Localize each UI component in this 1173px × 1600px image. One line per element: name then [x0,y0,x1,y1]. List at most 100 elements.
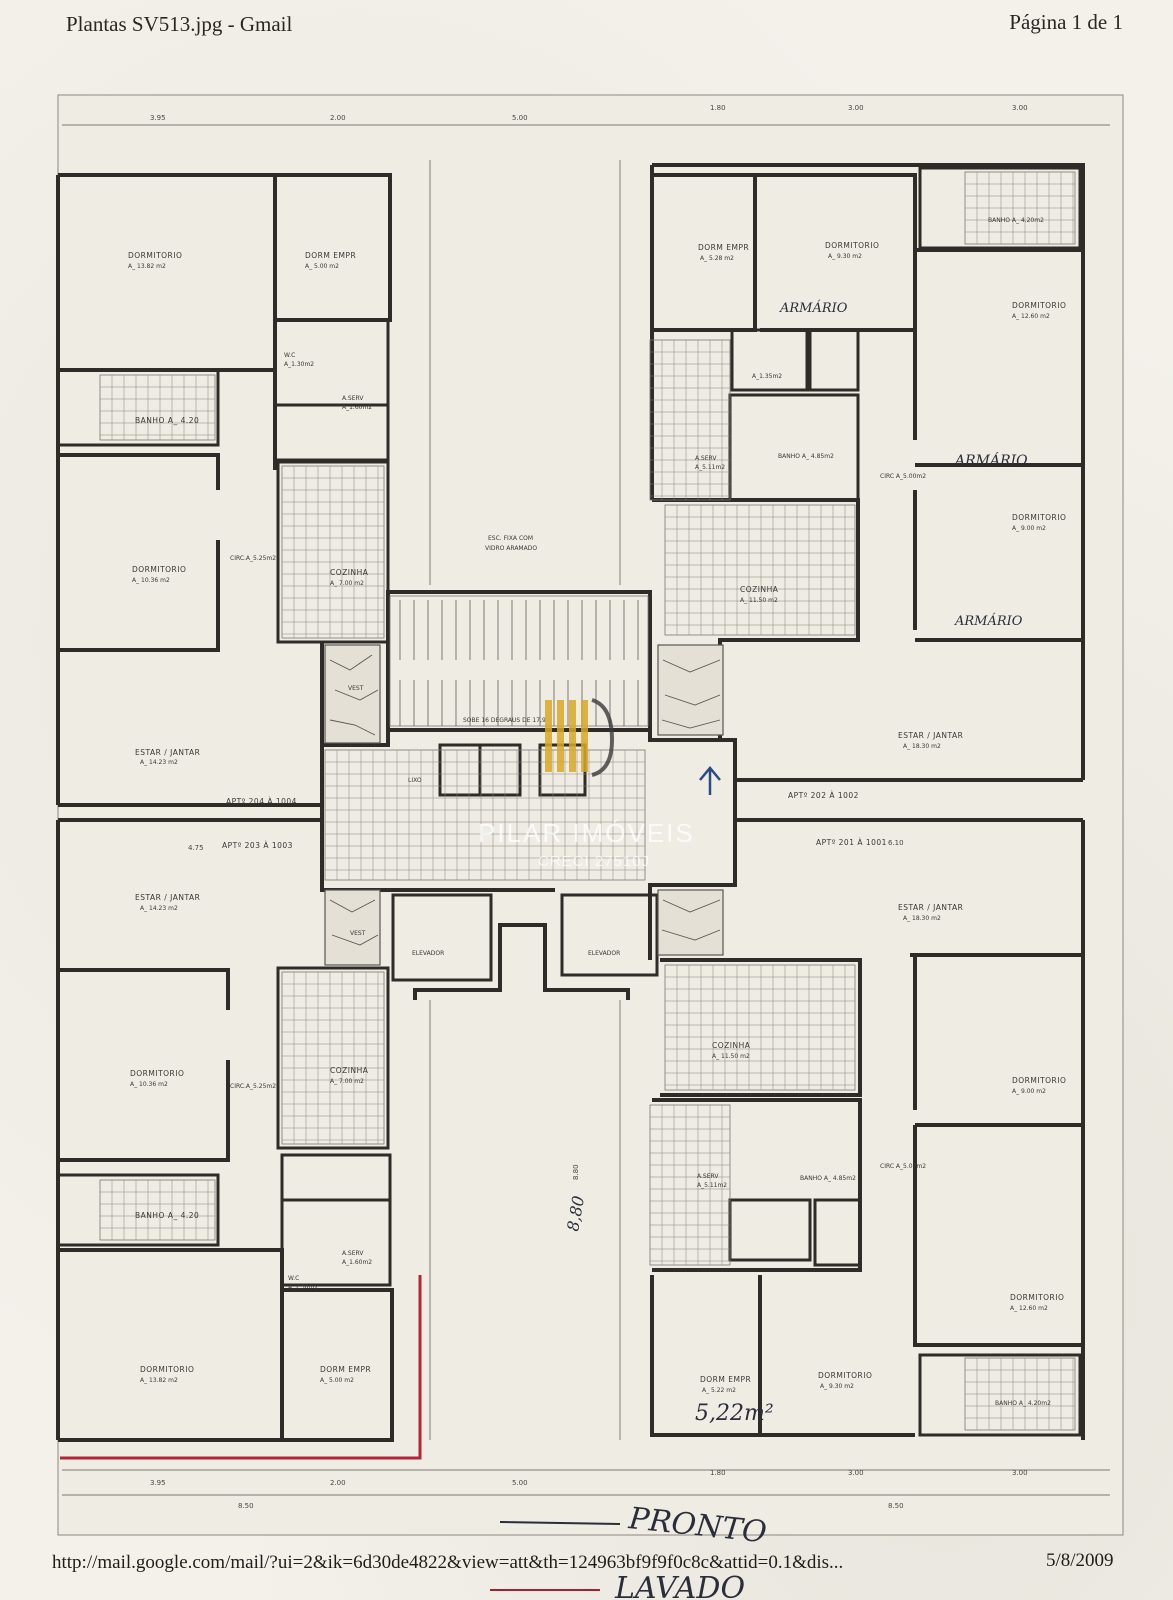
note-armario: ARMÁRIO [954,613,1023,629]
dim-total-right: 8.50 [888,1502,904,1510]
room-dormitorio: DORMITORIO [1012,301,1066,310]
dim-vert-center: 8.80 [572,1164,580,1180]
apt-left-top-labels: DORMITORIO A_ 13.82 m2 DORM EMPR A_ 5.00… [128,251,372,806]
room-area: A_ 9.30 m2 [828,253,862,260]
dim-top-5: 3.00 [848,104,864,112]
room-wc-area: A_1.35m2 [752,373,782,380]
room-dormitorio: DORMITORIO [140,1365,194,1374]
dimension-texts: 3.95 2.00 5.00 1.80 3.00 3.00 3.95 2.00 … [150,104,1028,1510]
apartment-number: APTº 202 À 1002 [788,791,859,800]
room-banho: BANHO A_ 4.85m2 [800,1175,856,1182]
room-area: A_ 18.30 m2 [903,743,941,750]
room-dorm-empr: DORM EMPR [305,251,356,260]
stair-note: VIDRO ARAMADO [485,545,537,552]
room-vest: VEST [348,685,364,692]
room-estar-jantar: ESTAR / JANTAR [898,903,963,912]
apt-right-bottom-labels: APTº 201 À 1001 ESTAR / JANTAR A_ 18.30 … [697,838,1066,1407]
room-area: A_ 10.36 m2 [130,1081,168,1088]
watermark-logo: PILAR IMÓVEIS CRECI 27510J [478,698,695,870]
room-area: A_ 10.36 m2 [132,577,170,584]
apartment-number: APTº 203 À 1003 [222,841,293,850]
room-dorm-empr: DORM EMPR [700,1375,751,1384]
dim-top-3: 5.00 [512,114,528,122]
dim-bottom-4: 1.80 [710,1469,726,1477]
dim-top-2: 2.00 [330,114,346,122]
room-area: A_ 9.00 m2 [1012,525,1046,532]
dim-bottom-2: 2.00 [330,1479,346,1487]
room-a-serv: A.SERV [342,1250,364,1257]
room-elevador: ELEVADOR [412,950,444,957]
room-dormitorio: DORMITORIO [1010,1293,1064,1302]
room-banho: BANHO A_ 4.20 [135,1211,199,1220]
dim-top-1: 3.95 [150,114,166,122]
room-elevador: ELEVADOR [588,950,620,957]
tile-lines [100,172,1075,1430]
room-circ: CIRC.A_5.25m2 [230,555,276,562]
room-dormitorio: DORMITORIO [128,251,182,260]
watermark-name: PILAR IMÓVEIS [478,818,695,848]
stair-note: ESC. FIXA COM [488,535,533,542]
room-wc: W.C [288,1275,299,1282]
room-banho: BANHO A_ 4.20m2 [988,217,1044,224]
room-area: A_ 13.82 m2 [140,1377,178,1384]
room-area: A_ 7.00 m2 [330,1078,364,1085]
room-area: A_5.11m2 [697,1182,727,1189]
room-banho: BANHO A_ 4.20 [135,416,199,425]
room-dormitorio: DORMITORIO [130,1069,184,1078]
note-area: 5,22m² [695,1401,774,1426]
room-vest: VEST [350,930,366,937]
room-cozinha: COZINHA [712,1041,751,1050]
dim-mid-right: 6.10 [888,839,904,847]
walls [56,163,1085,1442]
tile-grids [99,171,1076,1431]
dim-bottom-3: 5.00 [512,1479,528,1487]
room-dormitorio: DORMITORIO [1012,1076,1066,1085]
room-banho: BANHO A_ 4.85m2 [778,453,834,460]
room-cozinha: COZINHA [330,568,369,577]
room-dorm-empr: DORM EMPR [698,243,749,252]
dim-top-4: 1.80 [710,104,726,112]
dim-total-left: 8.50 [238,1502,254,1510]
room-area: A_ 11.50 m2 [740,597,778,604]
room-area: A_ 5.00 m2 [305,263,339,270]
room-a-serv: A.SERV [697,1173,719,1180]
room-estar-jantar: ESTAR / JANTAR [135,748,200,757]
room-estar-jantar: ESTAR / JANTAR [898,731,963,740]
room-area: A_ 12.60 m2 [1010,1305,1048,1312]
plan-sheet [57,94,1124,1536]
room-area: A_ 13.82 m2 [128,263,166,270]
room-area: A_ 14.23 m2 [140,905,178,912]
apt-right-top-labels: DORM EMPR A_ 5.28 m2 DORMITORIO A_ 9.30 … [695,217,1066,800]
dim-bottom-5: 3.00 [848,1469,864,1477]
document-title: Plantas SV513.jpg - Gmail [66,12,293,36]
room-cozinha: COZINHA [330,1066,369,1075]
note-lavado: LAVADO [614,1571,745,1600]
room-circ: CIRC A_5.00m2 [880,1163,926,1170]
room-area: A_1.60m2 [342,1259,372,1266]
page-number: Página 1 de 1 [1009,10,1123,34]
room-area: A_1.30m2 [288,1284,318,1291]
room-area: A_ 7.00 m2 [330,580,364,587]
room-dormitorio: DORMITORIO [818,1371,872,1380]
footer-date: 5/8/2009 [1046,1550,1114,1571]
room-wc: W.C [284,352,295,359]
room-circ: CIRC.A_5.25m2 [230,1083,276,1090]
room-a-serv: A.SERV [342,395,364,402]
dimension-lines [62,124,1110,1496]
room-dorm-empr: DORM EMPR [320,1365,371,1374]
room-area: A_ 18.30 m2 [903,915,941,922]
stair-rise-note: SOBE 16 DEGRAUS DE 17,9 [463,717,546,724]
core-labels: ESC. FIXA COM VIDRO ARAMADO SOBE 16 DEGR… [408,535,620,957]
room-estar-jantar: ESTAR / JANTAR [135,893,200,902]
note-armario: ARMÁRIO [779,300,848,316]
room-dormitorio: DORMITORIO [825,241,879,250]
watermark-creci: CRECI 27510J [538,853,650,870]
room-banho: BANHO A_ 4.20m2 [995,1400,1051,1407]
room-circ: CIRC A_5.00m2 [880,473,926,480]
dim-bottom-6: 3.00 [1012,1469,1028,1477]
dim-mid-left: 4.75 [188,844,204,852]
room-area: A_ 5.22 m2 [702,1387,736,1394]
apartment-number: APTº 204 À 1004 [226,797,297,806]
room-cozinha: COZINHA [740,585,779,594]
